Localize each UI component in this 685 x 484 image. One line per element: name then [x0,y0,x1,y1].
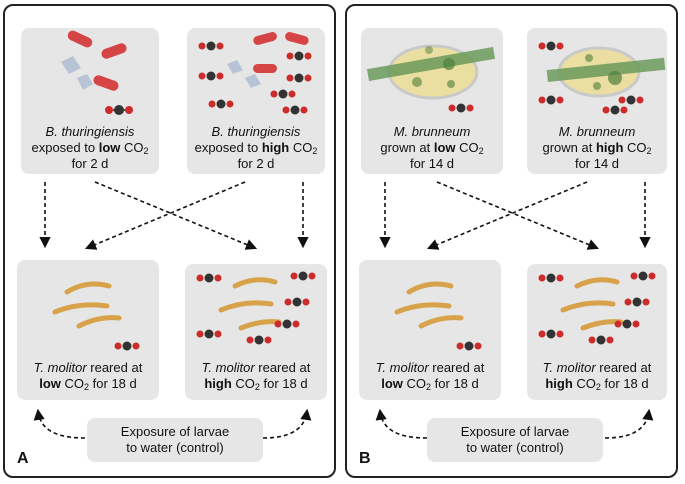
caption-text: CO [231,376,255,391]
box-control: Exposure of larvae to water (control) [87,418,263,462]
species-name: T. molitor [542,360,596,375]
larva [64,281,112,295]
box-bt-high: B. thuringiensis exposed to high CO2 for… [187,28,325,174]
caption-text: grown at [542,140,596,155]
duration: for 18 d [259,376,308,391]
caption-text: CO [60,376,85,391]
subscript: 2 [426,382,432,392]
species-name: T. molitor [375,360,429,375]
control-line2: to water (control) [126,440,224,455]
caption-text: reared at [86,360,143,375]
co2-molecules [198,41,312,115]
co2-level: high [545,376,573,391]
panel-label: B [359,450,371,467]
bacterium [67,30,93,48]
box-tm-low: T. molitor reared at low CO2 for 18 d [17,260,159,400]
co2-molecule [448,103,474,113]
co2-level: high [595,140,624,155]
caption-text: CO [455,140,479,155]
petri-dish-co2-illustration [538,41,666,115]
caption-text: CO [572,376,596,391]
caption-text: reared at [428,360,485,375]
arrows-a [33,181,312,439]
arrow-control-to-br [262,408,312,439]
box-mb-low: M. brunneum grown at low CO2 for 14 d [361,28,503,174]
species-name: T. molitor [33,360,87,375]
co2-molecule [105,105,133,115]
strip [366,46,496,82]
subscript: 2 [143,146,149,156]
caption-text: grown at [380,140,434,155]
species-name: M. brunneum [393,124,471,139]
bacteria-crystals-co2-illustration [198,32,312,115]
panel-a: B. thuringiensis exposed to low CO2 for … [3,4,336,478]
box-control-b: Exposure of larvae to water (control) [427,418,603,462]
caption-text: reared at [254,360,311,375]
box-tm-high: T. molitor reared at high CO2 for 18 d [185,264,327,400]
co2-level: low [433,140,456,155]
bacteria-crystals-illustration [61,30,133,115]
species-name: B. thuringiensis [45,124,135,139]
duration: for 18 d [89,376,137,391]
duration: for 18 d [600,376,649,391]
co2-level: low [381,376,403,391]
duration: for 18 d [431,376,479,391]
caption-text: exposed to [31,140,99,155]
subscript: 2 [254,382,260,392]
subscript: 2 [312,146,318,156]
caption-text: exposed to [194,140,262,155]
control-line2: to water (control) [466,440,564,455]
co2-level: high [204,376,232,391]
control-line1: Exposure of larvae [460,424,570,439]
subscript: 2 [646,146,652,156]
box-tm-high-b: T. molitor reared at high CO2 for 18 d [527,264,667,400]
bacterium [93,75,119,91]
duration: for 2 d [71,156,109,171]
box-tm-low-b: T. molitor reared at low CO2 for 18 d [359,260,501,400]
co2-molecule [114,341,140,351]
fungus-colony [443,58,455,70]
co2-level: low [39,376,61,391]
arrow-tl-to-br [94,181,258,250]
arrow-tr-to-bl [84,181,246,250]
crystal [61,56,81,74]
species-name: B. thuringiensis [211,124,301,139]
larvae-co2-illustration [538,271,656,345]
larva [76,315,122,329]
caption-text: CO [289,140,313,155]
subscript: 2 [478,146,484,156]
species-name: T. molitor [201,360,255,375]
larvae-illustration [394,281,482,351]
larvae-illustration [52,281,140,351]
caption-text: CO [623,140,647,155]
subscript: 2 [84,382,90,392]
box-bt-low: B. thuringiensis exposed to low CO2 for … [21,28,159,174]
duration: for 2 d [237,156,275,171]
larva [52,302,110,315]
panel-b: M. brunneum grown at low CO2 for 14 d M.… [345,4,678,478]
caption-text: reared at [595,360,652,375]
crystal [77,74,93,90]
duration: for 14 d [574,156,620,171]
duration: for 14 d [409,156,455,171]
caption-text: CO [402,376,427,391]
species-name: M. brunneum [558,124,636,139]
bacterium [101,43,127,59]
subscript: 2 [595,382,601,392]
co2-level: low [98,140,121,155]
caption-text: CO [120,140,144,155]
control-line1: Exposure of larvae [120,424,230,439]
arrows-b [375,181,654,439]
panel-label: A [17,450,29,467]
box-mb-high: M. brunneum grown at high CO2 for 14 d [527,28,667,174]
petri-dish-illustration [366,44,496,113]
co2-level: high [261,140,290,155]
arrow-control-to-bl [33,408,86,439]
larvae-co2-illustration [196,271,316,345]
